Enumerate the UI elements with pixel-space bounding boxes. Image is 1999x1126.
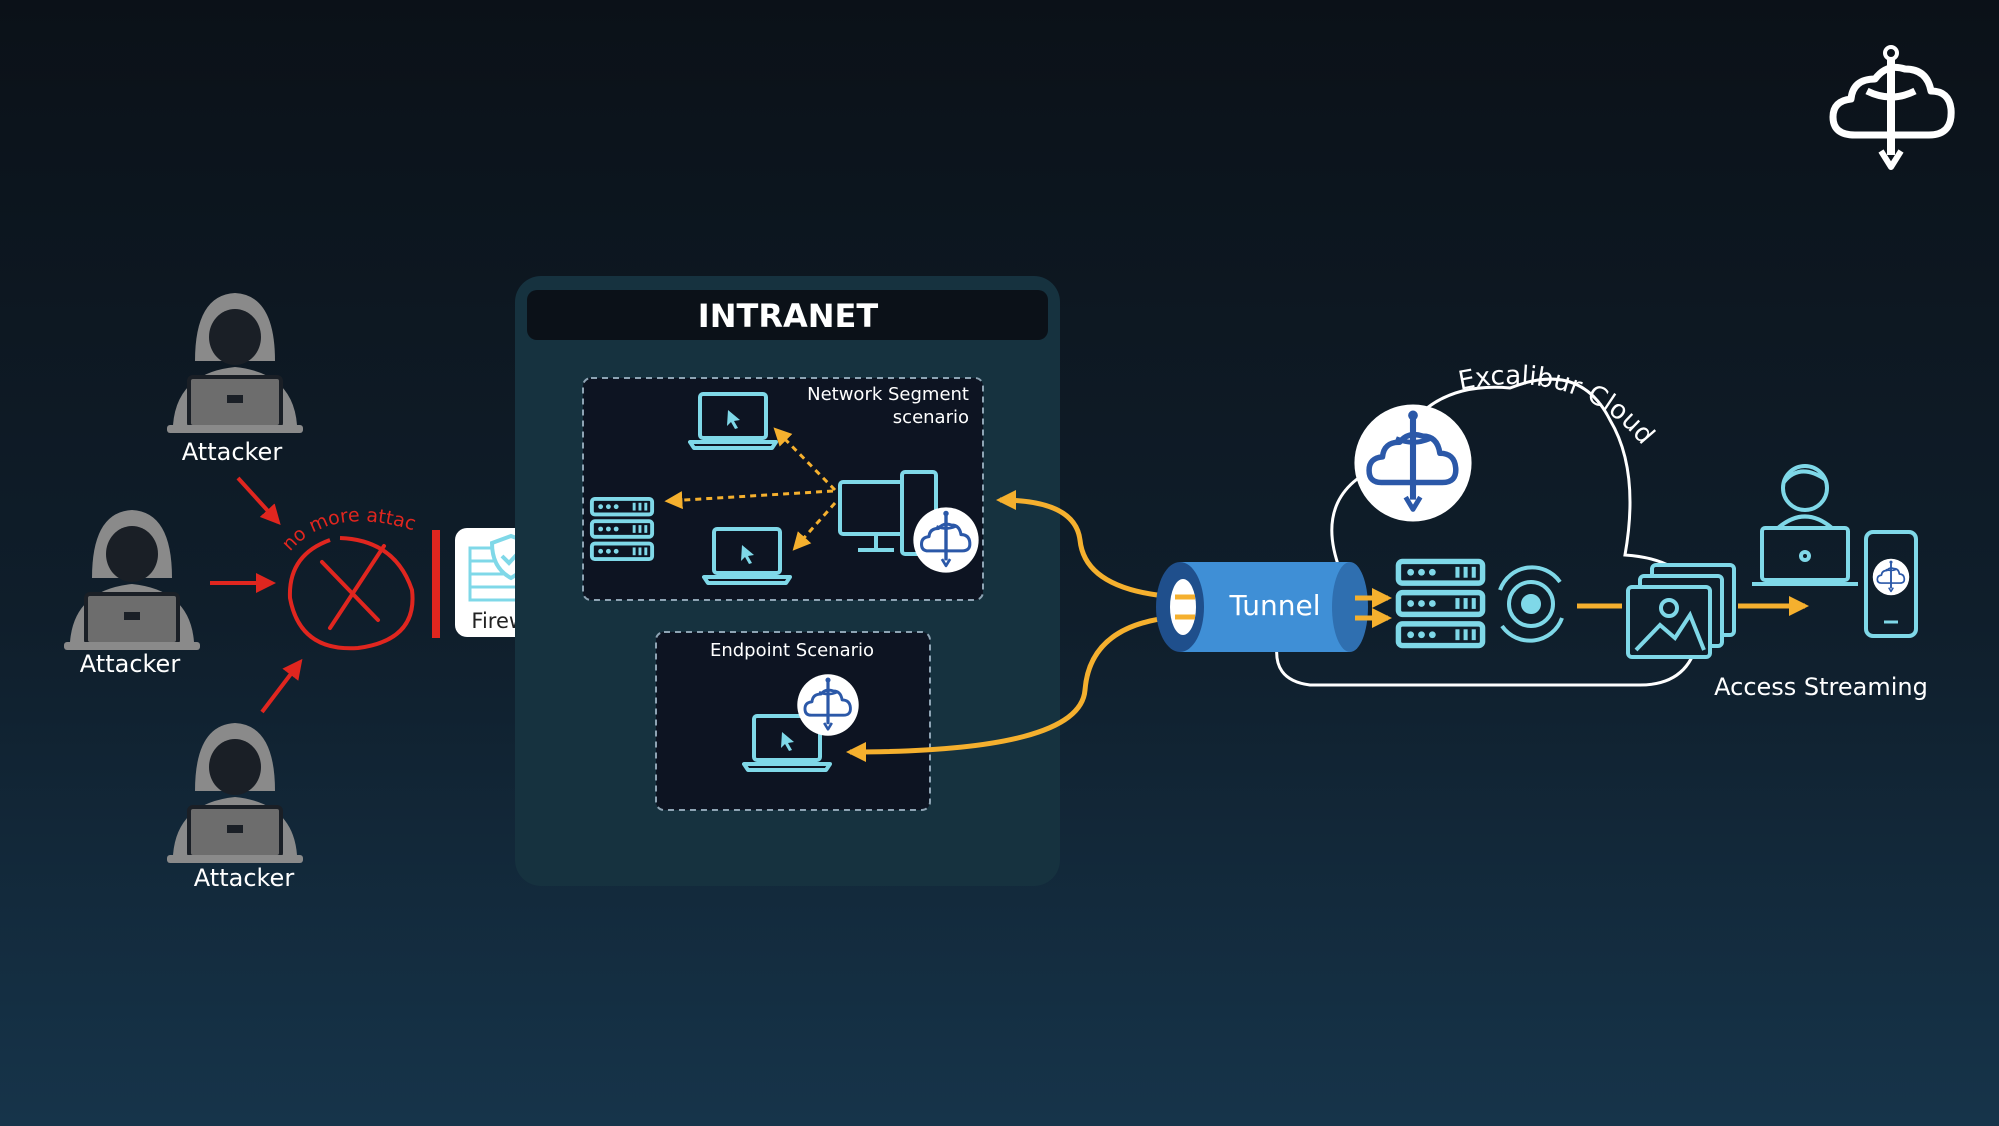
- attack-arrow: [260, 658, 303, 714]
- stream-flow-arrows: [1355, 588, 1809, 628]
- network-segment-subtitle: scenario: [893, 407, 969, 428]
- processing-gear-icon: [1498, 565, 1564, 643]
- firewall-shield-icon: [468, 533, 556, 602]
- endpoint-title: Endpoint Scenario: [710, 640, 874, 661]
- tunnel: Tunnel: [1156, 562, 1368, 652]
- excalibur-sword-cloud-icon: [1354, 404, 1471, 521]
- attack-arrows: [210, 476, 303, 714]
- attack-arrow: [236, 476, 281, 525]
- streaming-images-icon: [1626, 563, 1736, 659]
- tunnel-connections: [846, 490, 1176, 762]
- excalibur-agent-icon: [912, 506, 980, 574]
- endpoint-scenario: Endpoint Scenario: [655, 631, 931, 811]
- attacker-top: Attacker: [165, 291, 305, 466]
- block-barrier: [432, 530, 440, 638]
- access-streaming-user: Access Streaming: [1714, 464, 1928, 701]
- intranet-panel: INTRANET Network Segment scenario: [515, 276, 1060, 886]
- tunnel-label: Tunnel: [1228, 589, 1320, 622]
- attacker-label: Attacker: [80, 650, 181, 678]
- cross-mark-icon: [320, 544, 386, 630]
- no-more-attack-annotation: no more attack: [0, 0, 418, 555]
- hacker-icon: [165, 291, 305, 435]
- cloud-label: Excalibur Cloud: [1456, 361, 1660, 450]
- attacker-label: Attacker: [182, 438, 283, 466]
- network-segment-scenario: Network Segment scenario: [582, 377, 984, 601]
- hacker-icon: [165, 721, 305, 865]
- excalibur-logo-icon: [1829, 45, 1955, 170]
- mobile-phone-icon: [1864, 530, 1918, 638]
- attacker-bottom: Attacker: [165, 721, 305, 892]
- cloud-server-icon: [1398, 561, 1482, 645]
- access-streaming-label: Access Streaming: [1714, 673, 1928, 701]
- hacker-icon: [62, 508, 202, 652]
- attacker-middle: Attacker: [62, 508, 202, 678]
- tunnel-flow-lines: [1175, 594, 1195, 620]
- intranet-title: INTRANET: [698, 297, 879, 335]
- user-icon: [1752, 464, 1858, 586]
- internal-flow-arrows: [664, 427, 837, 551]
- attacker-label: Attacker: [194, 864, 295, 892]
- excalibur-agent-icon: [796, 673, 860, 737]
- tunnel-link-endpoint: [846, 614, 1176, 762]
- tunnel-link-network: [996, 490, 1176, 600]
- network-segment-title: Network Segment: [807, 384, 969, 405]
